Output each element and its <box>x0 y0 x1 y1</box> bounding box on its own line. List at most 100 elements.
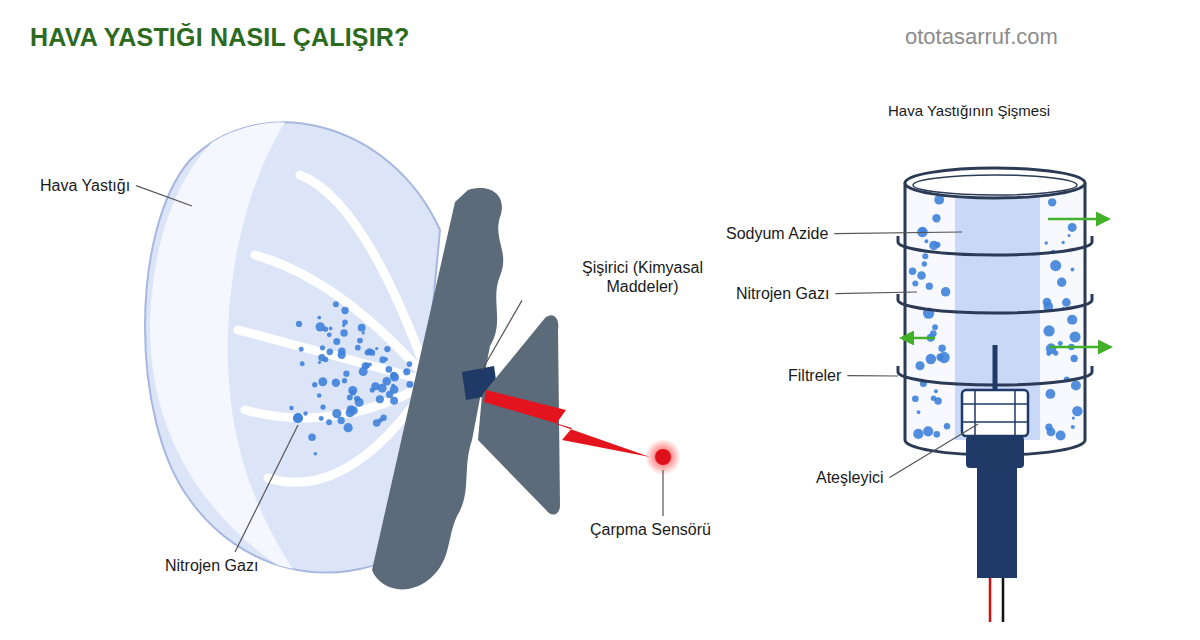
gas-dot <box>384 346 390 352</box>
gas-dot <box>922 261 927 266</box>
gas-dot <box>333 301 339 307</box>
part-label: Sodyum Azide <box>726 224 828 243</box>
steering-wheel <box>372 188 503 589</box>
gas-dot <box>333 338 340 345</box>
gas-dot <box>293 413 303 423</box>
sensor-glow <box>645 439 681 475</box>
gas-dot <box>358 324 366 332</box>
gas-dot <box>1045 389 1055 399</box>
gas-dot <box>341 307 348 314</box>
filter-rib-back <box>898 236 1092 242</box>
gas-dot <box>915 361 924 370</box>
filter-rib <box>898 300 1092 313</box>
gas-dot <box>938 345 945 352</box>
gas-dot <box>1044 241 1048 245</box>
leader-line <box>235 425 298 552</box>
leader-line <box>136 186 192 206</box>
gas-dot <box>300 361 305 366</box>
gas-dot <box>1071 425 1075 429</box>
gas-dot <box>390 385 399 394</box>
igniter-nut <box>962 390 1028 436</box>
igniter-nut-faces <box>962 390 1028 436</box>
gas-dot <box>403 368 410 375</box>
sodium-azide-core <box>955 192 1040 440</box>
gas-dot <box>912 395 919 402</box>
gas-dot <box>926 283 933 290</box>
gas-dot <box>354 396 360 402</box>
part-label: Filtreler <box>788 366 841 385</box>
wire-red <box>989 578 992 622</box>
gas-dot <box>936 354 943 361</box>
leader-line <box>834 232 962 234</box>
gas-dot <box>312 382 317 387</box>
part-label: Nitrojen Gazı <box>736 284 829 303</box>
gas-dot <box>317 393 322 398</box>
gas-dot <box>342 320 348 326</box>
gas-dot <box>319 416 324 421</box>
gas-dot <box>346 408 355 417</box>
gas-dot <box>932 214 940 222</box>
gas-dot <box>303 411 308 416</box>
gas-dot <box>289 406 293 410</box>
gas-dot <box>355 345 361 351</box>
gas-dot <box>329 327 333 331</box>
leader-line <box>482 300 522 370</box>
signal-bolt <box>484 390 650 457</box>
gas-dot <box>362 331 365 334</box>
gas-dot <box>934 389 938 393</box>
gas-dot <box>340 329 347 336</box>
gas-dot <box>1071 381 1081 391</box>
gas-dot <box>1068 234 1071 237</box>
gas-dot <box>932 324 938 330</box>
gas-dot <box>924 239 928 243</box>
gas-dot <box>332 378 340 386</box>
gas-dot <box>1072 406 1082 416</box>
gas-dot <box>342 378 347 383</box>
gas-dot <box>343 371 349 377</box>
gas-dot <box>344 423 353 432</box>
gas-dot <box>320 404 325 409</box>
gas-dot <box>922 253 928 259</box>
gas-dot <box>933 431 940 438</box>
gas-dot <box>380 415 386 421</box>
gas-dot <box>913 429 923 439</box>
gas-dot <box>296 321 302 327</box>
gas-dot <box>1072 417 1075 420</box>
gas-dot <box>931 395 936 400</box>
gas-dot <box>1048 198 1056 206</box>
gas-dot <box>348 386 357 395</box>
cylinder-top <box>905 168 1085 198</box>
gas-dot <box>357 338 363 344</box>
gas-dot <box>909 268 916 275</box>
igniter-cable <box>977 466 1017 578</box>
gas-dot <box>926 354 936 364</box>
gas-dot <box>318 361 321 364</box>
gas-flow-arrow <box>1048 218 1108 221</box>
leader-line <box>662 470 663 516</box>
gas-dot <box>1070 331 1081 342</box>
filter-rib <box>898 242 1092 255</box>
leader-line <box>847 375 898 377</box>
gas-dot <box>359 367 368 376</box>
igniter-pin <box>993 345 998 392</box>
leader-lines <box>136 186 978 552</box>
gas-dot <box>934 242 940 248</box>
gas-dot <box>944 423 950 429</box>
gas-dot <box>373 419 381 427</box>
leader-line <box>835 292 917 294</box>
gas-dot <box>923 426 933 436</box>
airbag-fold <box>238 330 430 382</box>
gas-dot <box>1046 343 1057 354</box>
gas-dot <box>917 410 921 414</box>
part-label: Nitrojen Gazı <box>165 556 258 575</box>
gas-dot <box>406 381 413 388</box>
gas-dot <box>384 357 388 361</box>
igniter-base <box>966 436 1024 468</box>
gas-dot <box>1062 298 1071 307</box>
gas-dot <box>1071 268 1075 272</box>
wire-black <box>1002 578 1005 622</box>
gas-dot <box>316 322 325 331</box>
gas-dot <box>930 330 937 337</box>
